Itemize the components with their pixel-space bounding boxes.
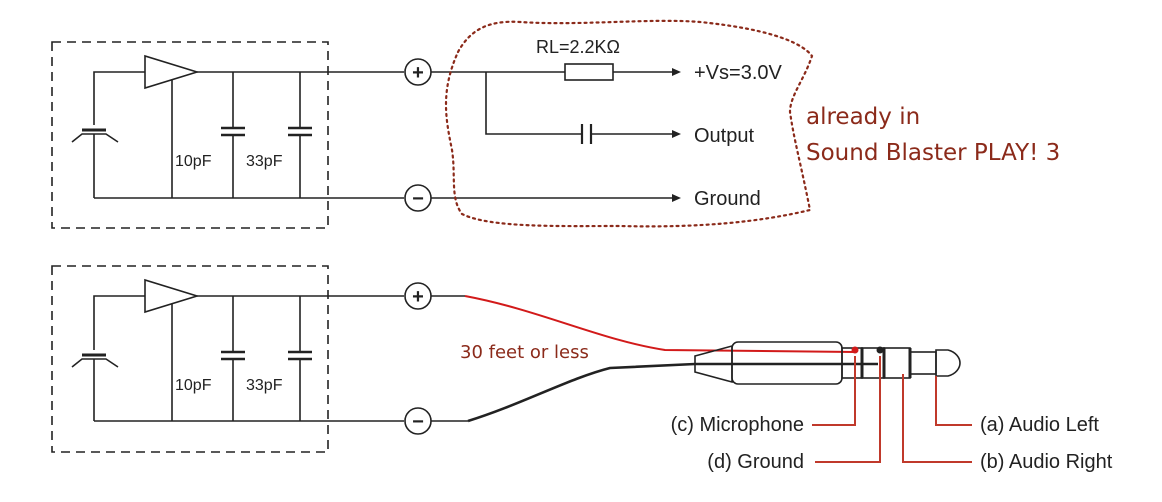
top-circuit [51, 41, 681, 229]
top-plus-symbol: + [412, 62, 424, 84]
supply-label: +Vs=3.0V [694, 62, 783, 84]
black-ground-wire [467, 362, 696, 423]
plug-label-audio-right: (b) Audio Right [980, 451, 1113, 473]
callout-microphone [812, 356, 856, 426]
red-wire-solder-point [851, 346, 859, 354]
ground-label: Ground [694, 188, 761, 210]
top-minus-symbol: − [412, 188, 424, 210]
note-line1: already in [806, 104, 920, 130]
output-arrow [672, 130, 681, 138]
top-mic-element-wire [93, 71, 145, 125]
bottom-minus-symbol: − [412, 411, 424, 433]
black-wire-solder-point [876, 346, 884, 354]
output-label: Output [694, 125, 754, 147]
bottom-mic-element-lower [71, 358, 119, 368]
top-cap1-label: 10pF [175, 153, 212, 170]
bottom-mic-capsule-box [51, 265, 329, 453]
top-mic-capsule-box [51, 41, 329, 229]
load-resistor [564, 63, 614, 81]
bottom-amplifier-symbol [144, 278, 200, 314]
ground-arrow [672, 194, 681, 202]
cable-length-label: 30 feet or less [460, 342, 589, 363]
bottom-mic-element-wire [93, 295, 145, 350]
output-branch [485, 72, 582, 135]
plug-label-audio-left: (a) Audio Left [980, 414, 1099, 436]
supply-arrow [672, 68, 681, 76]
handdrawn-dotted-outline [444, 19, 814, 228]
bottom-cap2-label: 33pF [246, 377, 283, 394]
plug-strain-relief [694, 344, 733, 384]
plug-tip [935, 349, 961, 377]
resistor-label: RL=2.2KΩ [536, 37, 620, 57]
plug-label-ground: (d) Ground [707, 451, 804, 473]
top-cap2-label: 33pF [246, 153, 283, 170]
plug-tip-shaft [909, 351, 937, 375]
plug-label-microphone: (c) Microphone [671, 414, 804, 436]
bottom-plus-symbol: + [412, 286, 424, 308]
callout-ground [815, 356, 881, 463]
red-signal-wire [464, 295, 856, 353]
callout-audio-right [902, 374, 972, 463]
plug-ring1 [883, 347, 911, 379]
callout-audio-left [935, 376, 972, 426]
top-mic-element-lower [71, 133, 119, 143]
plug-callouts [812, 356, 972, 463]
bottom-cap1-label: 10pF [175, 377, 212, 394]
note-line2: Sound Blaster PLAY! 3 [806, 140, 1060, 166]
top-amplifier-symbol [144, 54, 200, 90]
bottom-circuit [51, 265, 468, 453]
